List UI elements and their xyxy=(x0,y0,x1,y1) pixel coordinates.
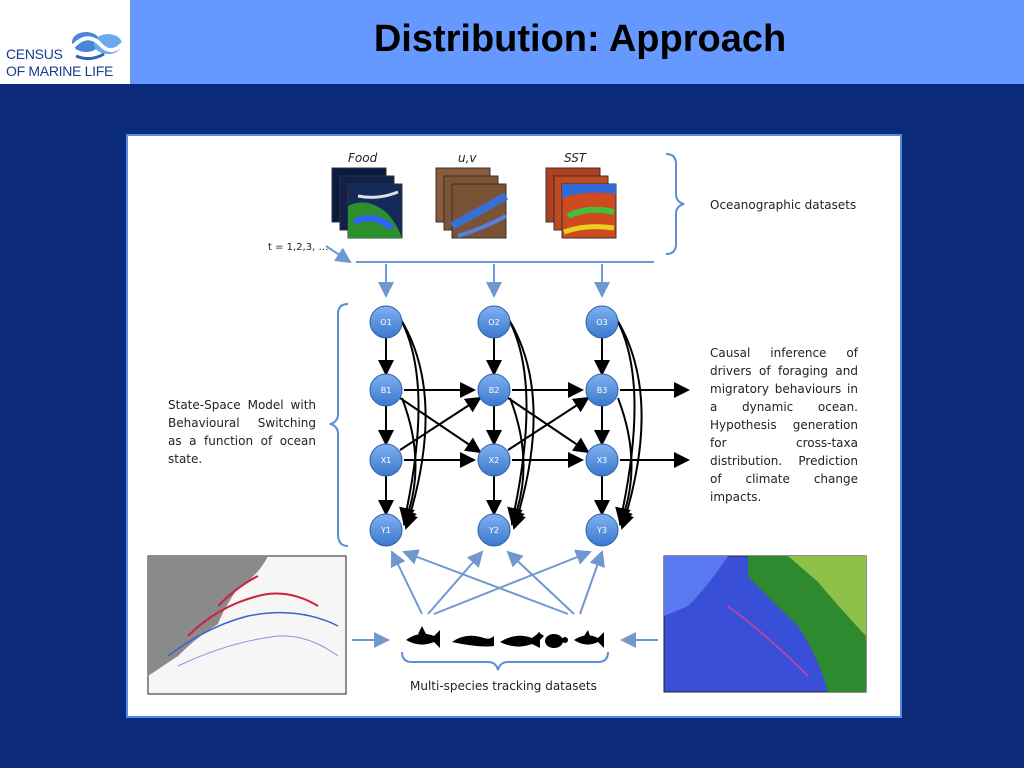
food-map-stack xyxy=(331,167,403,239)
node-label-b1: B1 xyxy=(381,386,392,395)
node-label-o3: O3 xyxy=(596,318,607,327)
node-label-x3: X3 xyxy=(597,456,608,465)
sst-label: SST xyxy=(564,151,588,165)
inference-text: Causal inference of drivers of foraging … xyxy=(710,344,858,506)
inference-line: Causal inference of xyxy=(710,346,858,360)
coast-map-right xyxy=(663,555,867,693)
network-arrows xyxy=(378,317,690,530)
ssm-bracket xyxy=(329,303,349,547)
ssm-label-line: State-Space Model with xyxy=(168,398,316,412)
track-map-left xyxy=(147,555,347,695)
food-label: Food xyxy=(348,151,378,165)
inference-line: migratory behaviours in xyxy=(710,382,858,396)
tuna-silhouette-icon xyxy=(574,630,604,648)
oceanographic-datasets-label: Oceanographic datasets xyxy=(710,198,857,212)
shark-silhouette-icon xyxy=(406,626,440,648)
logo-text-marine-life: OF MARINE LIFE xyxy=(6,63,114,79)
node-label-x2: X2 xyxy=(489,456,500,465)
seal-silhouette-icon xyxy=(452,635,494,647)
slide-header: CENSUS OF MARINE LIFE Distribution: Appr… xyxy=(0,0,1024,84)
inference-line: for cross-taxa xyxy=(710,436,858,450)
node-label-b3: B3 xyxy=(597,386,608,395)
ssm-label-line: Behavioural Switching xyxy=(168,416,316,430)
census-wave-logo-icon xyxy=(68,32,128,61)
network-nodes xyxy=(369,305,619,547)
oceanographic-bracket xyxy=(665,153,685,255)
uv-map-stack xyxy=(435,167,508,239)
time-steps-label: t = 1,2,3, … xyxy=(268,242,328,253)
node-x2 xyxy=(477,443,511,477)
inference-line: of climate change xyxy=(710,472,858,486)
ssm-label: State-Space Model with Behavioural Switc… xyxy=(168,396,316,468)
species-silhouettes xyxy=(406,626,604,648)
node-label-y1: Y1 xyxy=(380,526,391,535)
node-x3 xyxy=(585,443,619,477)
node-b3 xyxy=(585,373,619,407)
node-label-y3: Y3 xyxy=(596,526,607,535)
node-label-b2: B2 xyxy=(489,386,500,395)
node-b2 xyxy=(477,373,511,407)
inference-line: drivers of foraging and xyxy=(710,364,858,378)
node-y3 xyxy=(585,513,619,547)
node-x1 xyxy=(369,443,403,477)
approach-figure: Food u,v SST t = 1,2,3, … xyxy=(126,134,902,718)
node-o2 xyxy=(477,305,511,339)
node-label-y2: Y2 xyxy=(488,526,499,535)
inference-line: a dynamic ocean. xyxy=(710,400,858,414)
tracking-bracket xyxy=(401,651,609,671)
node-label-x1: X1 xyxy=(381,456,392,465)
node-o1 xyxy=(369,305,403,339)
node-o3 xyxy=(585,305,619,339)
census-logo: CENSUS OF MARINE LIFE xyxy=(0,0,130,84)
whale-silhouette-icon xyxy=(500,632,540,648)
uv-label: u,v xyxy=(458,151,477,165)
ssm-label-line: state. xyxy=(168,452,203,466)
tracking-arrows xyxy=(352,549,658,648)
sst-map-stack xyxy=(545,167,617,239)
node-label-o1: O1 xyxy=(380,318,391,327)
inference-line: impacts. xyxy=(710,490,762,504)
logo-text-census: CENSUS xyxy=(6,46,63,62)
node-b1 xyxy=(369,373,403,407)
inference-line: Hypothesis generation xyxy=(710,418,858,432)
node-y2 xyxy=(477,513,511,547)
node-label-o2: O2 xyxy=(488,318,499,327)
tracking-datasets-label: Multi-species tracking datasets xyxy=(410,679,597,693)
inference-line: distribution. Prediction xyxy=(710,454,858,468)
node-labels: O1 O2 O3 B1 B2 B3 X1 X2 X3 Y1 Y2 Y3 xyxy=(380,318,608,535)
turtle-silhouette-icon xyxy=(538,632,568,648)
node-y1 xyxy=(369,513,403,547)
ssm-label-line: as a function of ocean xyxy=(168,434,316,448)
state-space-diagram: Food u,v SST t = 1,2,3, … xyxy=(147,151,867,695)
slide-title: Distribution: Approach xyxy=(373,18,787,60)
